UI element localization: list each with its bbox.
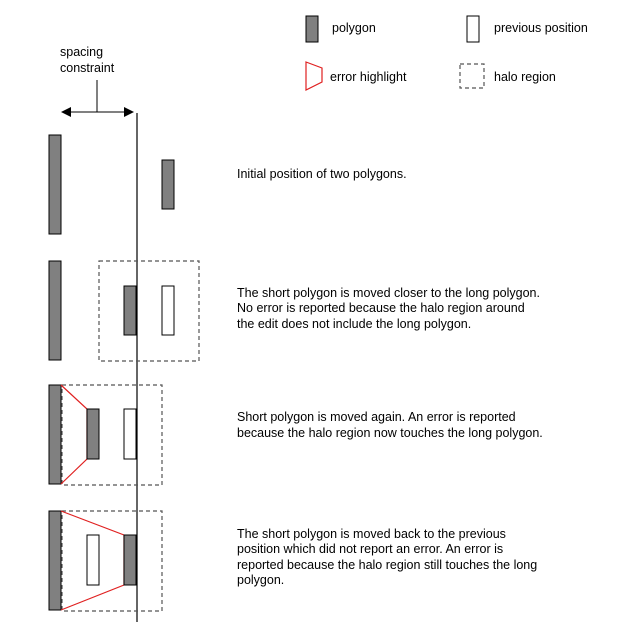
legend-previous-position-label: previous position <box>494 21 588 35</box>
step-4-description-line-4: polygon. <box>237 573 284 587</box>
step-2-description-line-2: No error is reported because the halo re… <box>237 301 525 315</box>
short-polygon <box>86 408 100 460</box>
legend-previous-position-swatch <box>466 15 480 43</box>
short-polygon <box>123 534 137 586</box>
legend-halo-region-label: halo region <box>494 70 556 84</box>
legend-error-highlight-label: error highlight <box>330 70 407 84</box>
legend-error-highlight-swatch <box>305 61 323 91</box>
halo-region <box>61 384 163 486</box>
long-polygon <box>48 260 62 361</box>
legend-polygon-label: polygon <box>332 21 376 35</box>
long-polygon <box>48 384 62 485</box>
short-polygon <box>161 159 175 210</box>
step-3: Short polygon is moved again. An error i… <box>48 384 543 486</box>
step-1: Initial position of two polygons. <box>48 134 407 235</box>
step-4-description-line-1: The short polygon is moved back to the p… <box>237 527 506 541</box>
step-4-description-line-2: position which did not report an error. … <box>237 542 503 556</box>
step-4: The short polygon is moved back to the p… <box>48 510 537 612</box>
step-1-description-line-1: Initial position of two polygons. <box>237 167 407 181</box>
error-highlight <box>60 384 88 485</box>
previous-position <box>161 285 175 336</box>
previous-position <box>86 534 100 586</box>
long-polygon <box>48 134 62 235</box>
halo-region <box>61 510 163 612</box>
short-polygon <box>123 285 137 336</box>
legend-halo-region-swatch <box>459 63 485 89</box>
legend-polygon-swatch <box>305 15 319 43</box>
legend: polygon previous position error highligh… <box>305 15 588 91</box>
step-2: The short polygon is moved closer to the… <box>48 260 540 362</box>
step-2-description-line-3: the edit does not include the long polyg… <box>237 317 471 331</box>
spacing-label-line-1: spacing <box>60 45 103 59</box>
previous-position <box>123 408 137 460</box>
step-3-description-line-1: Short polygon is moved again. An error i… <box>237 410 516 424</box>
step-3-description-line-2: because the halo region now touches the … <box>237 426 543 440</box>
step-2-description-line-1: The short polygon is moved closer to the… <box>237 286 540 300</box>
halo-region <box>98 260 200 362</box>
step-4-description-line-3: reported because the halo region still t… <box>237 558 537 572</box>
long-polygon <box>48 510 62 611</box>
spacing-label-line-2: constraint <box>60 61 115 75</box>
spacing-constraint-annotation: spacing constraint <box>60 45 134 117</box>
